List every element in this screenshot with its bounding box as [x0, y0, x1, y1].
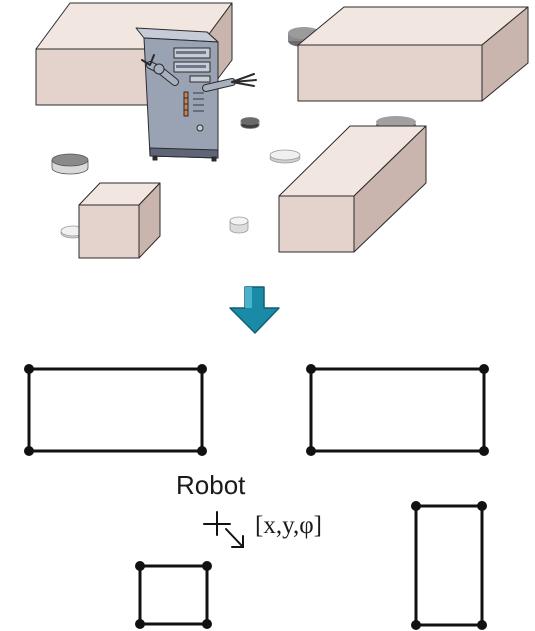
robot-pose-cross-icon	[203, 511, 244, 548]
disc-obstacle	[229, 216, 249, 234]
disc-obstacle	[240, 117, 260, 129]
pose-label: [x,y,φ]	[255, 512, 322, 539]
box-obstacle	[278, 125, 427, 253]
disc-obstacle	[269, 149, 301, 164]
box-obstacle	[78, 182, 161, 259]
robot-label: Robot	[176, 470, 246, 500]
computer-tower-robot-icon	[135, 27, 257, 162]
scene-3d	[35, 2, 529, 259]
box-obstacle	[297, 6, 529, 102]
map-rectangle	[24, 364, 207, 456]
arrow-down-icon	[229, 286, 280, 334]
disc-obstacle	[51, 153, 89, 175]
map-rectangle	[306, 364, 489, 456]
map-rectangle	[411, 501, 487, 630]
map-rectangle	[135, 561, 212, 629]
map-2d	[24, 364, 489, 630]
